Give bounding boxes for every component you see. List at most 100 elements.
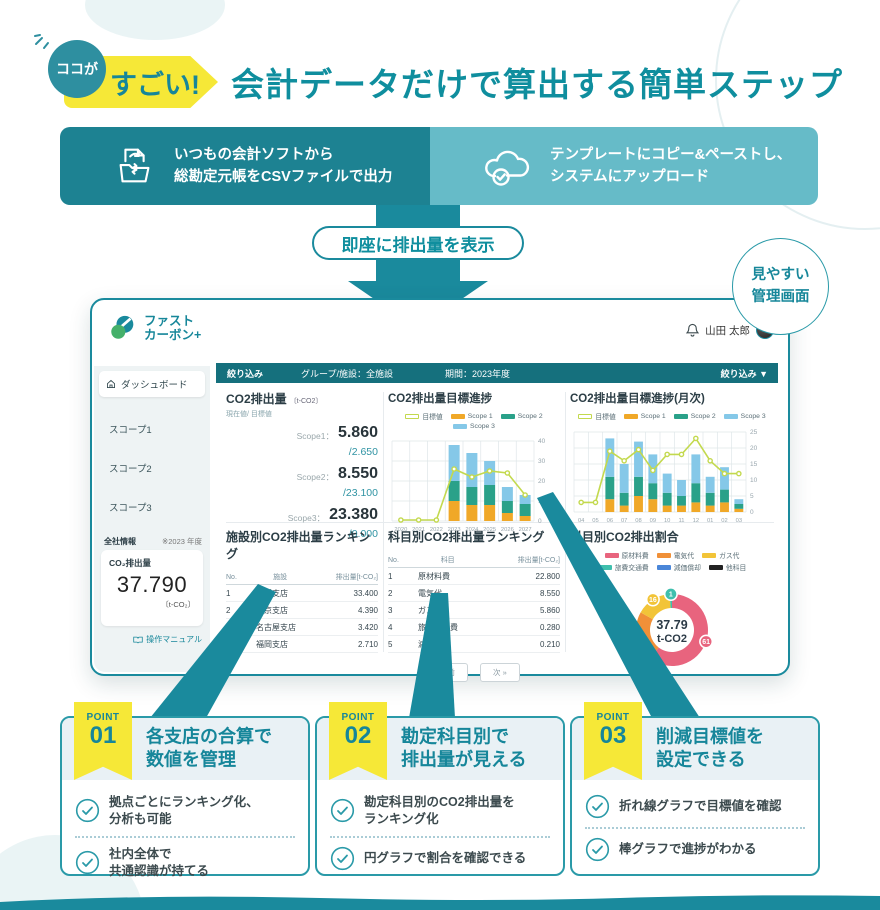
- point-title: 削減目標値を 設定できる: [656, 726, 764, 770]
- legend-item: Scope 2: [500, 411, 543, 421]
- legend-item: Scope 3: [453, 423, 495, 430]
- svg-text:23: 23: [633, 635, 641, 642]
- step-text: いつもの会計ソフトから 総勘定元帳をCSVファイルで出力: [174, 146, 393, 185]
- chart-legend: 原材料費 電気代 ガス代 旅費交通費 減価償却 他科目: [577, 550, 767, 572]
- sidebar-item-dashboard[interactable]: ダッシュボード: [99, 371, 205, 397]
- donut-chart: 61 23 16 1 37.79 t-CO2: [570, 572, 774, 688]
- flow-label-pill: 即座に排出量を表示: [312, 226, 524, 260]
- co2-total-value: 37.790: [116, 572, 188, 597]
- monthly-progress-card: CO2排出量目標進捗(月次) 目標値 Scope 1 Scope 2 Scope…: [570, 390, 774, 529]
- svg-text:15: 15: [750, 461, 758, 468]
- page-title: 会計データだけで算出する簡単ステップ: [231, 66, 843, 103]
- svg-text:20: 20: [750, 445, 758, 452]
- svg-text:2022: 2022: [430, 527, 443, 533]
- check-item: 円グラフで割合を確認できる: [330, 840, 550, 877]
- svg-text:0: 0: [538, 518, 542, 525]
- legend-item: 減価償却: [656, 562, 701, 572]
- account-share-card: 科目別CO2排出割合 原材料費 電気代 ガス代 旅費交通費 減価償却 他科目 6…: [570, 528, 774, 688]
- sidebar-item[interactable]: スコープ1: [109, 425, 152, 436]
- filter-period: 期間：2023年度: [444, 368, 511, 379]
- check-icon: [75, 798, 100, 823]
- legend-item: ガス代: [702, 550, 739, 560]
- sparkle-icon: [34, 34, 49, 49]
- side-note-bubble: 見やすい 管理画面: [732, 238, 829, 335]
- user-name: 山田 太郎: [705, 324, 750, 337]
- check-item: 勘定科目別のCO2排出量を ランキング化: [330, 788, 550, 834]
- legend-item: 目標値: [578, 411, 616, 421]
- svg-text:25: 25: [750, 429, 758, 436]
- sidebar-item[interactable]: スコープ3: [109, 503, 152, 514]
- filter-dropdown[interactable]: 絞り込み ▼: [720, 368, 768, 379]
- svg-text:08: 08: [635, 518, 641, 524]
- legend-item: Scope 2: [673, 411, 716, 421]
- svg-text:06: 06: [607, 518, 613, 524]
- svg-text:10: 10: [750, 477, 758, 484]
- legend-item: 他科目: [708, 562, 746, 572]
- dashboard-frame: ファストカーボン+ 山田 太郎 絞り込み グループ/施設：全施設 期間：2023…: [90, 298, 790, 682]
- legend-item: 旅費交通費: [597, 562, 649, 572]
- check-icon: [585, 837, 610, 862]
- header-badge-circle: ココが: [48, 40, 106, 98]
- legend-item: 原材料費: [604, 550, 649, 560]
- dotted-divider: [585, 827, 805, 829]
- point-title: 各支店の合算で 数値を管理: [146, 726, 272, 770]
- filter-group: グループ/施設：全施設: [301, 368, 393, 379]
- svg-text:10: 10: [664, 518, 670, 524]
- app-logo: ファストカーボン+: [108, 313, 201, 343]
- legend-item: 電気代: [656, 550, 694, 560]
- home-icon: [107, 379, 115, 388]
- dotted-divider: [330, 835, 550, 838]
- svg-text:2021: 2021: [412, 527, 425, 533]
- svg-text:10: 10: [538, 498, 546, 505]
- svg-text:03: 03: [736, 518, 742, 524]
- svg-text:30: 30: [538, 458, 546, 465]
- svg-text:12: 12: [693, 518, 699, 524]
- svg-text:t-CO2: t-CO2: [657, 633, 687, 645]
- book-icon: [133, 636, 143, 644]
- check-item: 棒グラフで進捗がわかる: [585, 831, 805, 868]
- svg-text:05: 05: [592, 518, 598, 524]
- decor-blob: [85, 0, 225, 40]
- chart-legend: 目標値 Scope 1 Scope 2 Scope 3: [570, 411, 774, 421]
- svg-text:2020: 2020: [394, 527, 407, 533]
- sidebar-item[interactable]: スコープ2: [109, 464, 152, 475]
- legend-item: Scope 1: [623, 411, 666, 421]
- notification-bell-icon[interactable]: [686, 323, 700, 337]
- pagination-next-button[interactable]: 次 »: [480, 663, 520, 682]
- filter-bar: 絞り込み グループ/施設：全施設 期間：2023年度 絞り込み ▼: [216, 363, 778, 383]
- chart-legend: 目標値 Scope 1 Scope 2 Scope 3: [388, 411, 560, 430]
- legend-item: Scope 3: [723, 411, 766, 421]
- scope-row: Scope3： 23.380/0.000: [287, 506, 378, 540]
- step-card-2: テンプレートにコピー&ペーストし、 システムにアップロード: [430, 127, 818, 205]
- check-icon: [330, 846, 355, 871]
- manual-link[interactable]: 操作マニュアル: [133, 634, 202, 645]
- bottom-wave: [0, 895, 880, 910]
- cloud-upload-icon: [482, 144, 534, 188]
- point-title: 勘定科目別で 排出量が見える: [401, 726, 527, 770]
- legend-item: 目標値: [405, 411, 443, 421]
- company-info: 全社情報 ※2023 年度: [104, 537, 202, 546]
- pagination-prev-button[interactable]: « 前: [428, 663, 468, 682]
- svg-text:1: 1: [669, 591, 673, 598]
- filter-label: 絞り込み: [227, 368, 264, 379]
